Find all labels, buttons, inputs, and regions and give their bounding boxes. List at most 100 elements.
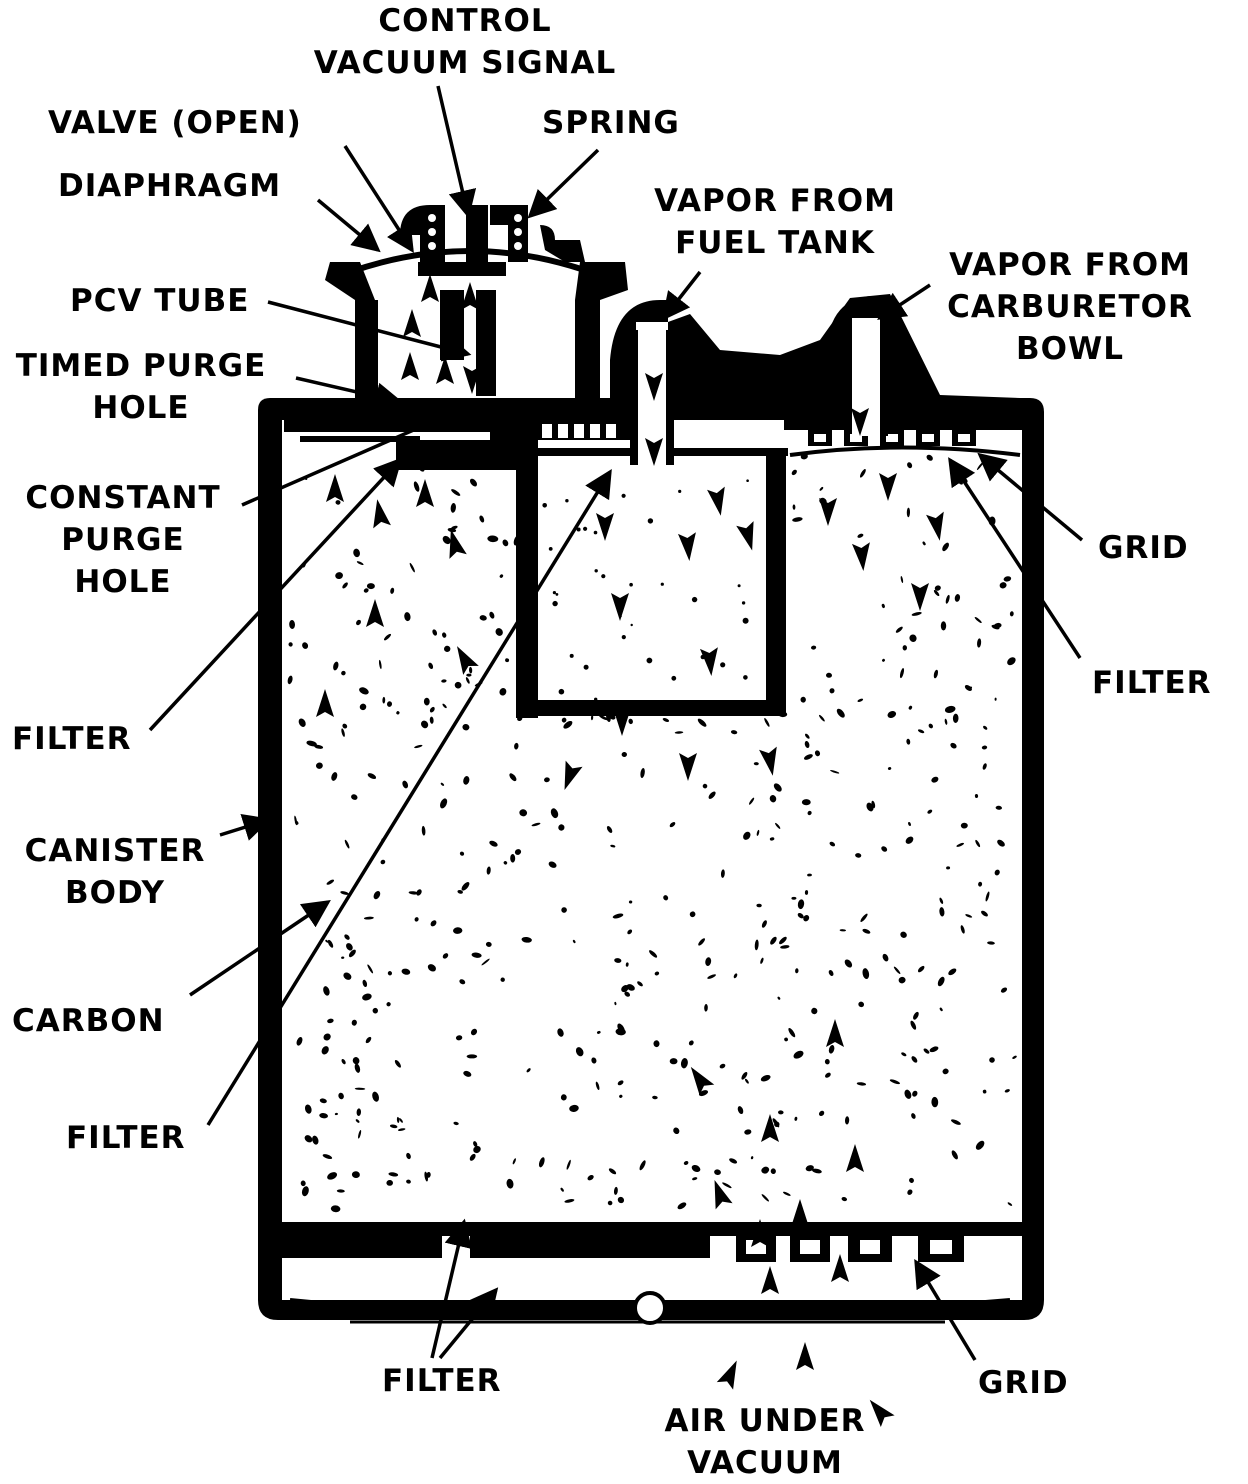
label-filter-lower-left: FILTER — [66, 1117, 186, 1159]
carbon-granule — [836, 708, 845, 718]
carbon-granule — [960, 925, 965, 934]
carbon-granule — [934, 585, 941, 591]
carbon-granule — [907, 462, 913, 469]
carbon-granule — [461, 882, 470, 891]
carbon-granule — [737, 1106, 744, 1115]
carbon-granule — [302, 642, 309, 649]
carbon-granule — [797, 912, 804, 919]
carbon-granule — [860, 913, 868, 922]
flow-arrow — [911, 583, 929, 611]
carbon-granule — [440, 782, 445, 786]
carbon-granule — [660, 582, 664, 586]
carbon-granule — [542, 503, 547, 508]
carbon-granule — [951, 1150, 958, 1160]
carbon-granule — [987, 941, 995, 945]
carbon-granule — [794, 1116, 798, 1121]
carbon-granule — [756, 829, 760, 836]
carbon-granule — [775, 822, 781, 829]
carbon-granule — [811, 1168, 822, 1174]
carbon-granule — [704, 1004, 708, 1012]
carbon-granule — [601, 574, 606, 579]
flow-arrow — [677, 532, 696, 561]
carbon-granule — [652, 1095, 658, 1100]
label-timed-purge-hole: TIMED PURGE HOLE — [0, 345, 282, 429]
carbon-granule — [982, 1089, 987, 1094]
carbon-granule — [465, 677, 470, 684]
carbon-granule — [994, 697, 997, 701]
carbon-granule — [326, 879, 335, 885]
carbon-granule — [341, 956, 345, 959]
flow-arrow — [926, 511, 944, 541]
carbon-granule — [756, 903, 762, 908]
carbon-granule — [801, 799, 811, 806]
flow-arrow — [421, 274, 439, 302]
label-line: GRID — [1098, 530, 1189, 566]
carbon-granule — [803, 915, 810, 922]
carbon-granule — [327, 939, 334, 948]
carbon-granule — [421, 825, 426, 836]
carbon-granule — [628, 900, 633, 904]
carbon-granule — [396, 711, 400, 715]
carbon-granule — [899, 668, 905, 679]
carbon-granule — [583, 664, 589, 670]
carbon-granule — [621, 635, 626, 640]
carbon-granule — [621, 985, 629, 993]
carbon-granule — [882, 658, 885, 662]
carbon-granule — [404, 612, 411, 622]
carbon-granule — [453, 1121, 459, 1126]
carbon-granule — [489, 840, 498, 847]
label-grid-bottom: GRID — [978, 1362, 1069, 1404]
label-line: FILTER — [382, 1363, 502, 1399]
carbon-granule — [607, 1200, 613, 1206]
carbon-granule — [653, 1040, 660, 1048]
label-vapor-from-fuel-tank: VAPOR FROM FUEL TANK — [630, 180, 920, 264]
carbon-granule — [630, 623, 633, 627]
carbon-granule — [940, 621, 947, 631]
carbon-granule — [363, 588, 369, 593]
carbon-granule — [519, 809, 528, 817]
carbon-granule — [950, 1119, 961, 1125]
carbon-granule — [440, 798, 448, 809]
carbon-granule — [900, 931, 907, 938]
carbon-granule — [451, 489, 461, 496]
label-filter-left: FILTER — [12, 718, 132, 760]
carbon-granule — [397, 1128, 406, 1131]
carbon-granule — [583, 526, 588, 531]
carbon-granule — [473, 1141, 478, 1147]
carbon-granule — [887, 711, 897, 718]
carbon-granule — [457, 890, 463, 894]
carbon-granule — [354, 1087, 366, 1090]
carbon-granule — [351, 794, 358, 800]
carbon-granule — [770, 1168, 776, 1174]
flow-arrow — [831, 1254, 849, 1282]
carbon-granule — [678, 489, 682, 493]
carbon-granule — [459, 979, 466, 985]
carbon-granule — [388, 1172, 399, 1177]
label-constant-purge-hole: CONSTANT PURGE HOLE — [8, 477, 238, 603]
flow-arrow — [716, 1360, 737, 1390]
carbon-granule — [414, 744, 423, 749]
carbon-granule — [780, 945, 790, 949]
carbon-granule — [323, 1033, 331, 1041]
carbon-granule — [777, 996, 781, 1000]
carbon-granule — [900, 575, 904, 584]
carbon-granule — [512, 1158, 516, 1165]
carbon-granule — [595, 1081, 600, 1091]
carbon-granule — [761, 920, 767, 928]
carbon-granule — [1007, 657, 1016, 666]
carbon-granule — [858, 1001, 865, 1008]
carbon-granule — [408, 891, 418, 895]
carbon-granule — [720, 869, 725, 878]
carbon-granule — [346, 943, 353, 951]
carbon-granule — [481, 958, 490, 966]
carbon-granule — [960, 822, 968, 829]
carbon-granule — [575, 1047, 584, 1057]
carbon-granule — [462, 723, 470, 731]
carbon-granule — [548, 547, 553, 551]
carbon-granule — [923, 1048, 930, 1054]
carbon-granule — [359, 703, 367, 711]
carbon-granule — [889, 1079, 901, 1085]
carbon-granule — [743, 831, 751, 840]
carbon-granule — [367, 773, 377, 780]
carbon-granule — [469, 478, 478, 487]
